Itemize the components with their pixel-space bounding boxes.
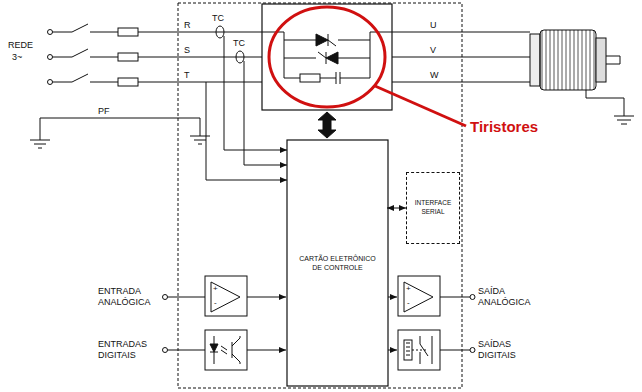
signal-label: TC [233, 38, 245, 49]
callout-label: Tiristores [470, 118, 538, 136]
signal-label: REDE [8, 40, 33, 51]
signal-label: V [430, 45, 436, 56]
serial-interface-box: INTERFACE SERIAL [406, 172, 460, 244]
signal-label: TC [212, 13, 224, 24]
signal-label: 3~ [12, 52, 22, 63]
signal-label: - [407, 298, 410, 308]
signal-label: + [406, 284, 411, 294]
signal-label: W [430, 70, 439, 81]
signal-label: - [214, 298, 217, 308]
signal-label: PF [98, 106, 110, 117]
node-text: INTERFACE SERIAL [410, 199, 456, 217]
signal-label: ENTRADAS DIGITAIS [98, 339, 160, 361]
control-card: CARTÃO ELETRÔNICO DE CONTROLE [288, 141, 387, 385]
signal-label: S [184, 45, 190, 56]
node-text: CARTÃO ELETRÔNICO DE CONTROLE [298, 254, 378, 273]
connector [387, 208, 406, 209]
signal-label: SAÍDA ANALÓGICA [478, 286, 548, 308]
signal-label: R [184, 20, 191, 31]
signal-label: + [213, 284, 218, 294]
signal-label: SAÍDAS DIGITAIS [478, 339, 548, 361]
signal-label: T [184, 70, 190, 81]
signal-label: U [430, 20, 437, 31]
signal-label: ENTRADA ANALÓGICA [98, 286, 160, 308]
